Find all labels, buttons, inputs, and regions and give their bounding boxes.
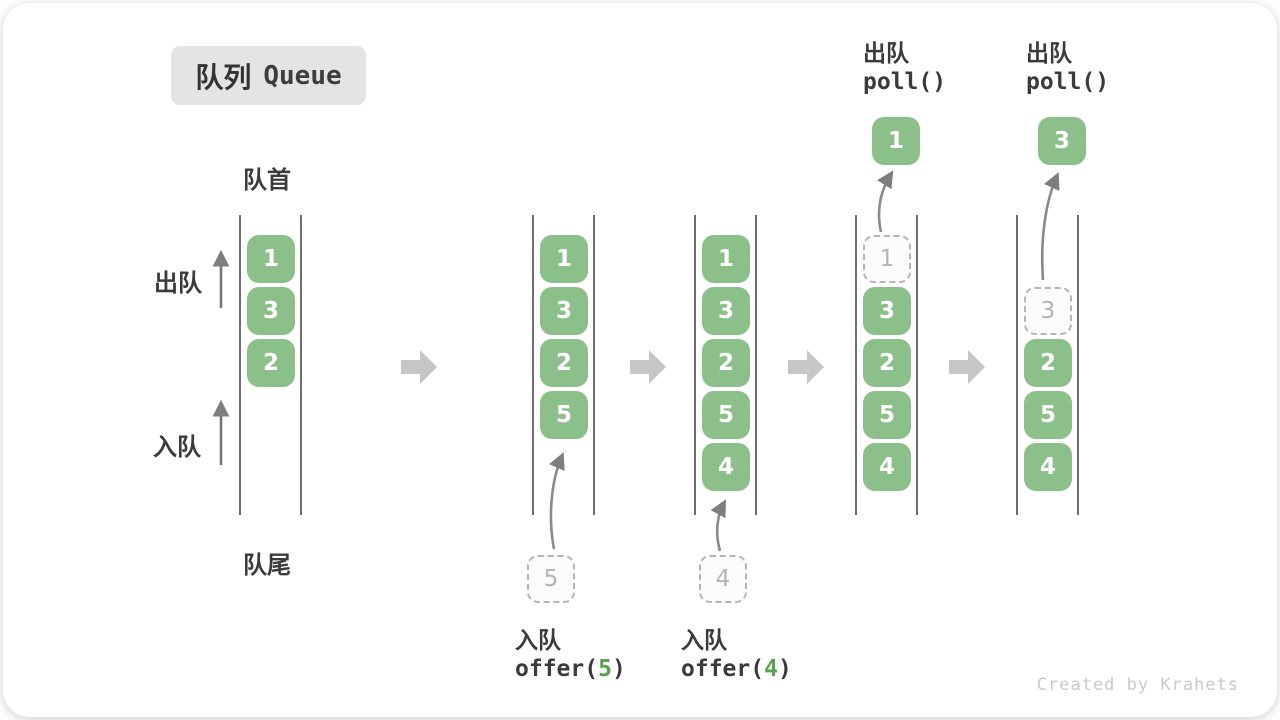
step-arrow-icon <box>949 350 985 384</box>
operation-code: offer(5) <box>515 656 626 682</box>
queue-element: 3 <box>247 287 295 335</box>
operation-label-offer5: 入队 offer(5) <box>515 621 626 682</box>
operation-chinese: 入队 <box>515 627 561 653</box>
removed-element-ghost: 3 <box>1024 287 1072 335</box>
step-arrow-icon <box>788 350 824 384</box>
operation-code: offer(4) <box>681 656 792 682</box>
queue-element: 4 <box>702 443 750 491</box>
operation-code: poll() <box>863 69 947 95</box>
queue-element: 4 <box>1024 443 1072 491</box>
removed-element-ghost: 1 <box>863 235 911 283</box>
arrows-overlay <box>212 170 1060 552</box>
incoming-element-ghost: 5 <box>527 555 575 603</box>
queue-element: 5 <box>1024 391 1072 439</box>
queue-element: 1 <box>702 235 750 283</box>
operation-chinese: 出队 <box>863 40 909 66</box>
queue-element: 3 <box>702 287 750 335</box>
operation-chinese: 出队 <box>1026 40 1072 66</box>
queue-element: 5 <box>702 391 750 439</box>
queue-element: 2 <box>863 339 911 387</box>
queue-element: 2 <box>247 339 295 387</box>
operation-chinese: 入队 <box>681 627 727 653</box>
queue-element: 5 <box>540 391 588 439</box>
watermark: Created by Krahets <box>1036 675 1239 695</box>
queue-element: 2 <box>540 339 588 387</box>
operation-label-offer4: 入队 offer(4) <box>681 621 792 682</box>
incoming-element-ghost: 4 <box>699 555 747 603</box>
diagram-canvas: 队列 Queue 队首 队尾 出队 入队 1 3 2 1 3 2 5 5 1 3… <box>3 3 1277 717</box>
operation-arg: 5 <box>598 656 612 682</box>
queue-element: 1 <box>247 235 295 283</box>
queue-element: 2 <box>1024 339 1072 387</box>
queue-walls-state-1 <box>239 215 302 515</box>
polled-element: 1 <box>872 117 920 165</box>
dequeue-side-label: 出队 <box>154 270 202 297</box>
queue-element: 3 <box>863 287 911 335</box>
queue-element: 5 <box>863 391 911 439</box>
queue-front-label: 队首 <box>243 167 291 194</box>
operation-code: poll() <box>1026 69 1110 95</box>
title-box: 队列 Queue <box>171 46 366 105</box>
queue-walls-state-2 <box>532 215 595 515</box>
queue-walls-state-3 <box>694 215 757 515</box>
queue-rear-label: 队尾 <box>243 552 291 579</box>
operation-arg: 4 <box>764 656 778 682</box>
queue-walls-state-4 <box>855 215 918 515</box>
queue-element: 3 <box>540 287 588 335</box>
queue-element: 1 <box>540 235 588 283</box>
title-chinese: 队列 <box>195 61 252 93</box>
queue-element: 4 <box>863 443 911 491</box>
polled-element: 3 <box>1038 117 1086 165</box>
enqueue-side-label: 入队 <box>153 434 201 461</box>
title-english: Queue <box>263 60 342 91</box>
step-arrow-icon <box>401 350 437 384</box>
step-arrow-icon <box>630 350 666 384</box>
queue-walls-state-5 <box>1016 215 1079 515</box>
operation-label-poll-1: 出队 poll() <box>863 34 946 95</box>
queue-element: 2 <box>702 339 750 387</box>
operation-label-poll-2: 出队 poll() <box>1026 34 1109 95</box>
